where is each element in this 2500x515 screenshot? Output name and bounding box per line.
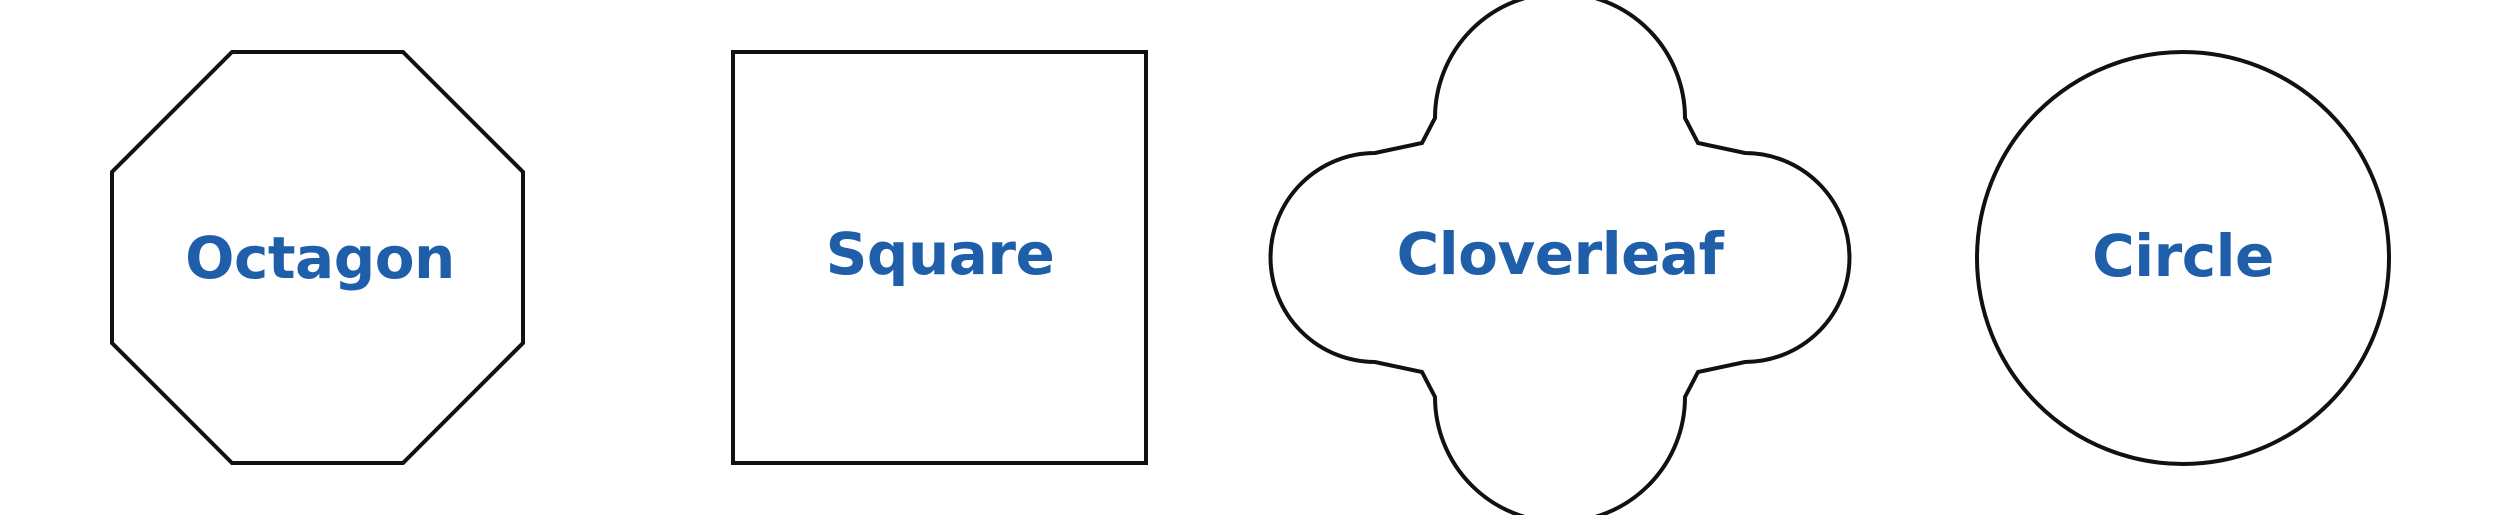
circle-shape [1975, 50, 2391, 466]
square-label: Square [826, 220, 1055, 288]
square-figure: Square [731, 50, 1148, 465]
octagon-figure: Octagon [110, 50, 525, 465]
octagon-shape [110, 50, 525, 465]
octagon-label: Octagon [185, 224, 455, 292]
circle-label: Circle [2092, 222, 2274, 290]
square-shape [731, 50, 1148, 465]
circle-figure: Circle [1975, 50, 2391, 466]
cloverleaf-figure: Cloverleaf [1268, 0, 1852, 515]
cloverleaf-shape [1268, 0, 1852, 515]
cloverleaf-label: Cloverleaf [1397, 220, 1725, 288]
